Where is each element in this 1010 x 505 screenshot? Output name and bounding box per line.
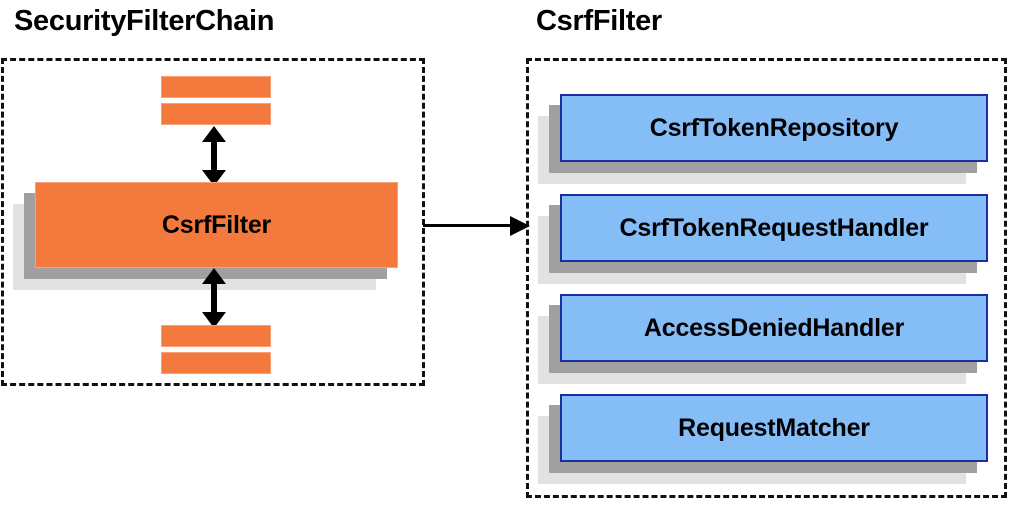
arrow-stem: [211, 279, 217, 317]
security-filter-chain-container: [1, 58, 425, 386]
filter-bar-below-2: [161, 352, 271, 374]
panel-link-arrow: [423, 216, 530, 236]
collaborator-node-csrf-token-repository[interactable]: CsrfTokenRepository: [538, 94, 988, 184]
node-face: CsrfFilter: [35, 182, 398, 268]
arrow-head-up-icon: [202, 126, 226, 142]
csrf-filter-node[interactable]: CsrfFilter: [13, 182, 398, 290]
node-face: CsrfTokenRepository: [560, 94, 988, 162]
collaborator-label: AccessDeniedHandler: [643, 313, 905, 342]
arrow-head-up-icon: [202, 268, 226, 284]
arrow-head-right-icon: [510, 216, 530, 236]
arrow-stem: [211, 137, 217, 175]
node-face: CsrfTokenRequestHandler: [560, 194, 988, 262]
filter-bar-above-2: [161, 103, 271, 125]
arrow-stem: [423, 224, 516, 227]
collaborator-label: CsrfTokenRequestHandler: [619, 213, 929, 242]
csrf-filter-title: CsrfFilter: [536, 5, 662, 37]
collaborator-node-csrf-token-request-handler[interactable]: CsrfTokenRequestHandler: [538, 194, 988, 284]
security-filter-chain-title: SecurityFilterChain: [14, 5, 275, 37]
connector-arrow-below: [202, 268, 226, 328]
csrf-filter-node-label: CsrfFilter: [161, 210, 272, 239]
filter-bar-below-1: [161, 325, 271, 347]
filter-bar-above-1: [161, 76, 271, 98]
connector-arrow-above: [202, 126, 226, 186]
collaborator-label: RequestMatcher: [678, 413, 870, 442]
arrow-head-down-icon: [202, 312, 226, 328]
collaborator-node-access-denied-handler[interactable]: AccessDeniedHandler: [538, 294, 988, 384]
collaborator-node-request-matcher[interactable]: RequestMatcher: [538, 394, 988, 484]
node-face: RequestMatcher: [560, 394, 988, 462]
collaborator-label: CsrfTokenRepository: [649, 113, 899, 142]
csrf-filter-container: [526, 58, 1007, 498]
node-face: AccessDeniedHandler: [560, 294, 988, 362]
